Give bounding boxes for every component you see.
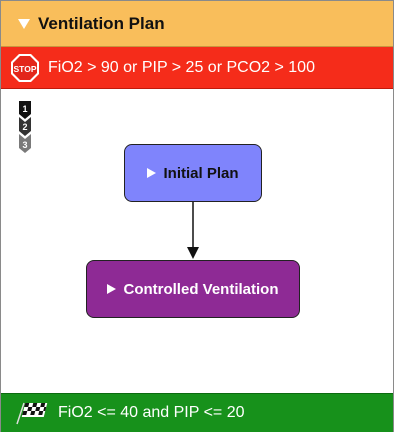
stop-condition-bar: STOP FiO2 > 90 or PIP > 25 or PCO2 > 100 (1, 47, 393, 89)
stop-sign-text: STOP (14, 64, 37, 74)
node-controlled-ventilation-label: Controlled Ventilation (123, 280, 279, 298)
plan-title: Ventilation Plan (38, 13, 165, 33)
arrowhead-icon (187, 247, 199, 259)
goal-condition-text: FiO2 <= 40 and PIP <= 20 (58, 404, 245, 421)
step-2-marker: 2 (19, 117, 31, 136)
step-3-label: 3 (22, 140, 27, 150)
step-1-marker: 1 (19, 101, 31, 119)
step-2-label: 2 (22, 122, 27, 132)
step-3-marker: 3 (19, 134, 31, 153)
stop-sign-icon: STOP (11, 53, 39, 82)
step-stack-icon[interactable]: 1 2 3 (18, 100, 32, 156)
node-initial-plan-label: Initial Plan (163, 164, 239, 182)
checkered-flag-icon (16, 402, 48, 425)
goal-condition-bar: FiO2 <= 40 and PIP <= 20 (1, 393, 393, 432)
node-initial-plan[interactable]: Initial Plan (124, 144, 262, 202)
collapse-triangle-icon[interactable] (18, 18, 30, 29)
node-controlled-ventilation[interactable]: Controlled Ventilation (86, 260, 300, 318)
plan-header[interactable]: Ventilation Plan (1, 1, 393, 47)
node-play-icon (107, 284, 117, 294)
step-1-label: 1 (22, 104, 27, 114)
node-play-icon (147, 168, 157, 178)
stop-condition-text: FiO2 > 90 or PIP > 25 or PCO2 > 100 (48, 58, 315, 76)
flow-connector (187, 202, 199, 259)
